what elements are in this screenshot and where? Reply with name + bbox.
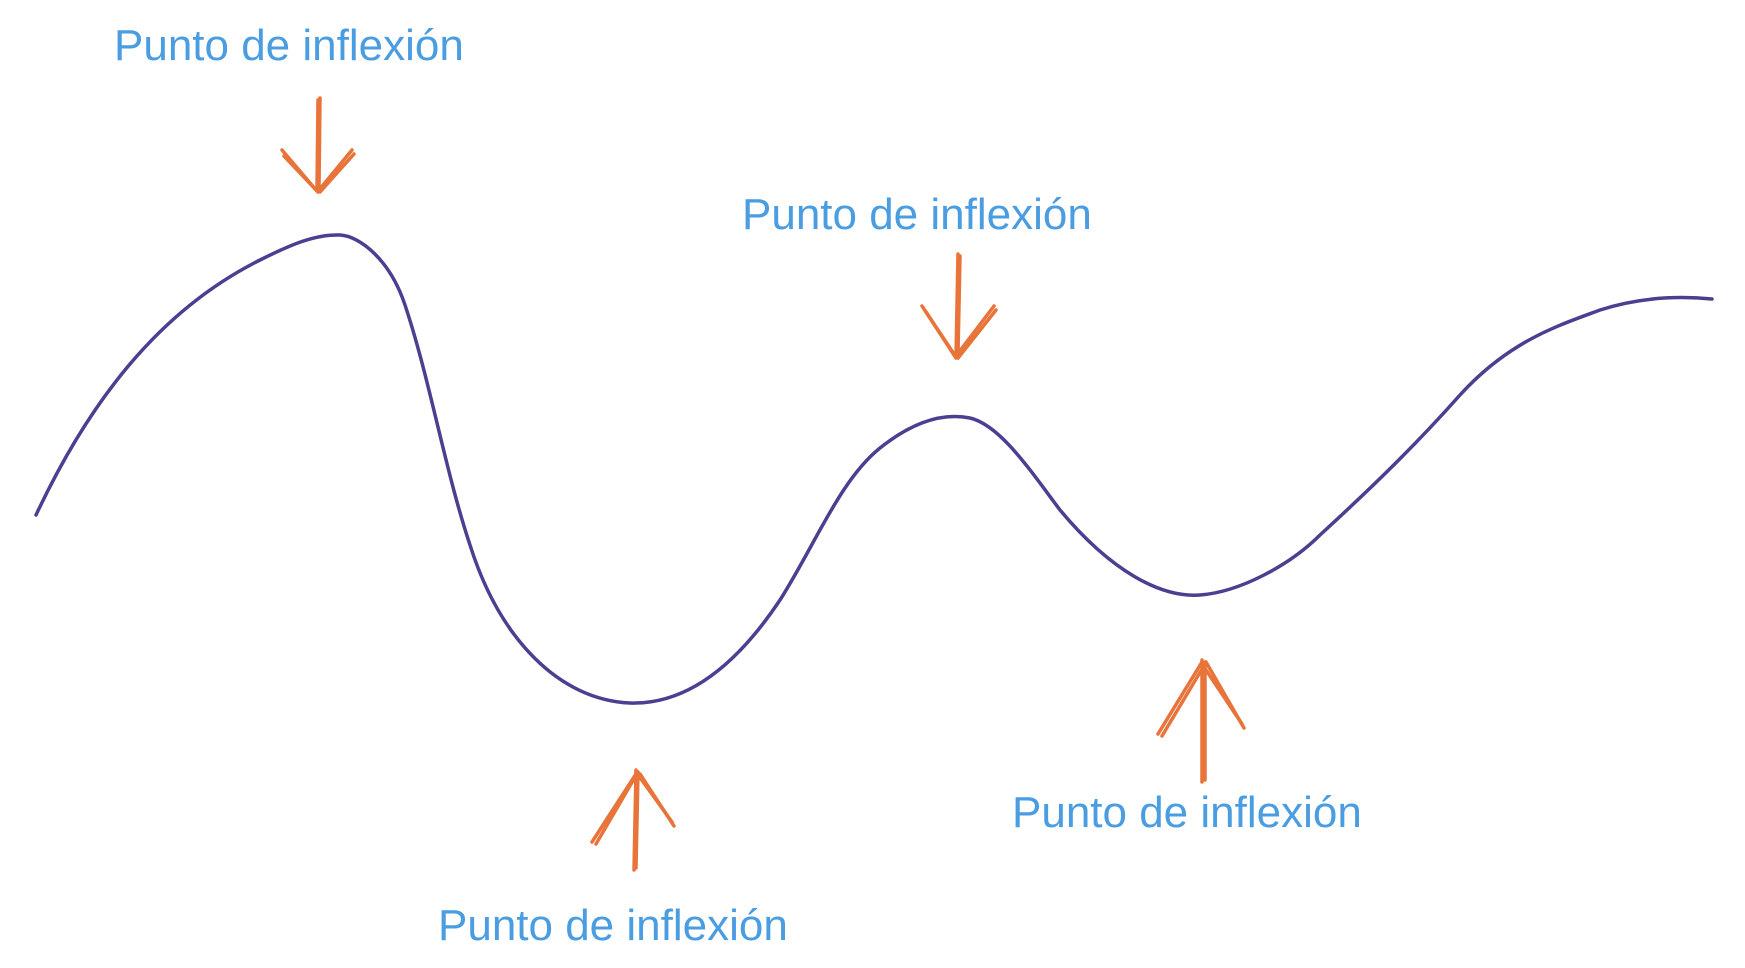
annotation-peak-2: Punto de inflexión: [742, 190, 1092, 360]
inflection-label: Punto de inflexión: [438, 901, 788, 950]
wave-curve: [34, 233, 1714, 705]
inflection-label: Punto de inflexión: [742, 190, 1092, 239]
arrow-down-icon: [280, 96, 356, 194]
annotation-trough-1: Punto de inflexión: [438, 768, 788, 950]
arrow-down-icon: [920, 252, 998, 360]
inflection-label: Punto de inflexión: [114, 21, 464, 70]
annotation-trough-2: Punto de inflexión: [1012, 658, 1362, 837]
inflection-label: Punto de inflexión: [1012, 788, 1362, 837]
annotation-peak-1: Punto de inflexión: [114, 21, 464, 194]
arrow-up-icon: [590, 768, 676, 872]
arrow-up-icon: [1156, 658, 1246, 784]
